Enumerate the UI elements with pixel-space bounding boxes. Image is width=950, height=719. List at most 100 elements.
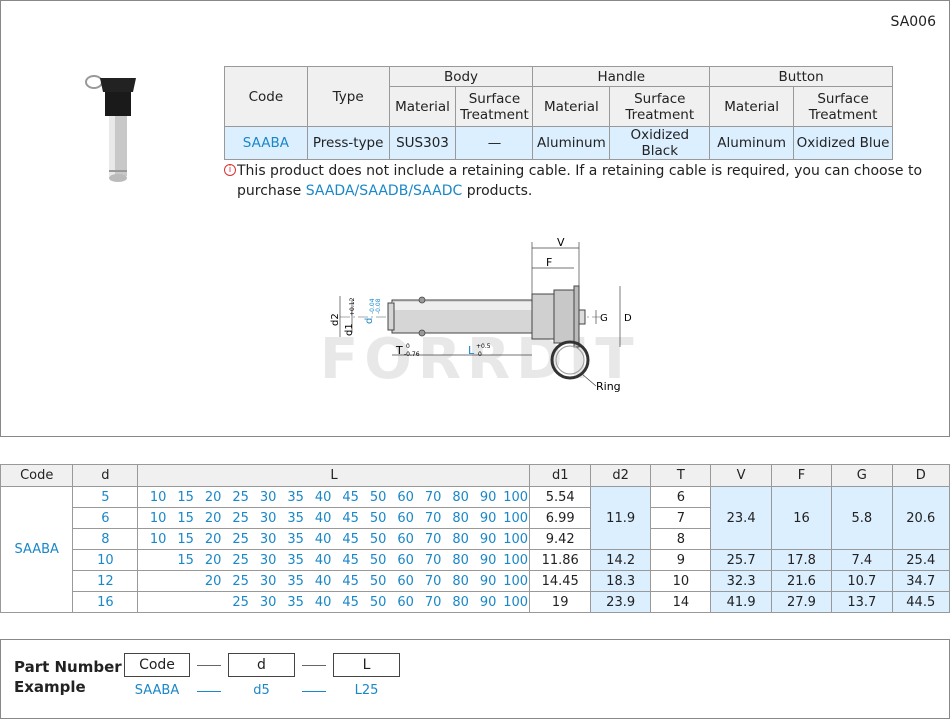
dim-d-cell: 8 — [72, 528, 139, 550]
pn-example-dash-1 — [197, 691, 221, 692]
dim-label-d-tol-low: -0.08 — [375, 298, 382, 314]
L-value: 20 — [204, 489, 222, 505]
dim-d-cell: 10 — [72, 549, 139, 571]
L-value: 30 — [259, 552, 277, 568]
L-value: 35 — [287, 510, 304, 526]
dim-label-d: d — [364, 318, 375, 324]
dim-label-d2: d2 — [330, 313, 341, 326]
dim-label-T-tol-low: -0.76 — [404, 351, 420, 358]
header-handle-surface: Surface Treatment — [609, 86, 711, 127]
dim-T-cell: 14 — [650, 591, 712, 613]
dim-header-V: V — [710, 464, 772, 487]
dim-d1-cell: 6.99 — [529, 507, 591, 529]
notice-line1: This product does not include a retainin… — [237, 163, 923, 179]
L-value: 60 — [397, 531, 414, 547]
L-value: 80 — [452, 594, 469, 610]
L-value: 70 — [424, 510, 442, 526]
dim-d1-cell: 19 — [529, 591, 591, 613]
L-value: 70 — [424, 552, 442, 568]
L-value: 45 — [342, 510, 359, 526]
header-body: Body — [388, 66, 534, 87]
dim-V-cell: 25.7 — [710, 549, 772, 571]
notice: i This product does not include a retain… — [224, 161, 924, 201]
pn-box-d: d — [228, 653, 295, 677]
spec-body-surface: — — [455, 126, 534, 160]
notice-line2-prefix: purchase — [237, 183, 306, 199]
L-value: 45 — [342, 594, 359, 610]
L-value: 90 — [479, 573, 497, 589]
L-value: 15 — [177, 510, 194, 526]
L-value: 90 — [479, 510, 497, 526]
dim-header-F: F — [770, 464, 833, 487]
L-value: 60 — [397, 552, 414, 568]
dim-label-L-tol-up: +0.5 — [476, 343, 491, 350]
L-value: 45 — [342, 552, 359, 568]
dim-label-D: D — [624, 313, 632, 324]
L-value: 70 — [424, 489, 442, 505]
L-value: 100 — [503, 531, 529, 547]
L-value: 80 — [452, 510, 469, 526]
L-value: 60 — [397, 594, 414, 610]
dim-d1-cell: 9.42 — [529, 528, 591, 550]
dim-header-d2: d2 — [589, 464, 652, 487]
header-handle: Handle — [532, 66, 711, 87]
page-code: SA006 — [890, 14, 936, 30]
dim-header-d: d — [72, 464, 139, 487]
dim-G-cell: 5.8 — [831, 486, 893, 550]
pn-example-dash-2 — [302, 691, 326, 692]
label-ring: Ring — [596, 380, 621, 393]
product-photo — [85, 75, 136, 182]
dim-V-cell: 32.3 — [710, 570, 772, 592]
dim-d2-cell: 23.9 — [589, 591, 652, 613]
L-value: 30 — [259, 531, 277, 547]
L-value: 35 — [287, 573, 304, 589]
L-value: 100 — [503, 594, 529, 610]
header-button: Button — [709, 66, 893, 87]
dim-F-cell: 27.9 — [770, 591, 833, 613]
L-value: 45 — [342, 531, 359, 547]
dim-d2-cell: 11.9 — [589, 486, 652, 550]
part-number-title-line1: Part Number — [14, 658, 122, 676]
L-value: 90 — [479, 531, 497, 547]
L-value: 40 — [314, 489, 332, 505]
L-value: 15 — [177, 489, 194, 505]
dim-G-cell: 13.7 — [831, 591, 893, 613]
header-code: Code — [224, 66, 308, 127]
L-value: 20 — [204, 531, 222, 547]
L-value: 30 — [259, 594, 277, 610]
dim-F-cell: 17.8 — [770, 549, 833, 571]
dim-label-L-tol-low: 0 — [478, 351, 482, 358]
L-value: 60 — [397, 489, 414, 505]
dim-F-cell: 16 — [770, 486, 833, 550]
L-value: 100 — [503, 552, 529, 568]
L-value: 90 — [479, 489, 497, 505]
dim-d2-cell: 18.3 — [589, 570, 652, 592]
dim-T-cell: 6 — [650, 486, 712, 508]
dim-label-F: F — [546, 256, 552, 269]
L-value: 100 — [503, 573, 529, 589]
L-value: 15 — [177, 552, 194, 568]
dim-D-cell: 20.6 — [891, 486, 950, 550]
dim-header-G: G — [831, 464, 893, 487]
spec-handle-material: Aluminum — [532, 126, 611, 160]
notice-link[interactable]: SAADA/SAADB/SAADC — [305, 183, 463, 199]
L-value: 25 — [232, 594, 249, 610]
dim-G-cell: 7.4 — [831, 549, 893, 571]
L-value: 35 — [287, 531, 304, 547]
L-value: 80 — [452, 573, 469, 589]
pn-box-L: L — [333, 653, 400, 677]
dim-T-cell: 7 — [650, 507, 712, 529]
dim-D-cell: 44.5 — [891, 591, 950, 613]
part-number-title: Part Number Example — [14, 657, 122, 697]
dim-d2-cell: 14.2 — [589, 549, 652, 571]
L-value: 35 — [287, 489, 304, 505]
technical-drawing: FORRDIT V F G D d2 d1 +0.12 d -0.04 -0.0… — [320, 236, 634, 393]
L-value: 35 — [287, 594, 304, 610]
dim-header-D: D — [891, 464, 950, 487]
header-type: Type — [306, 66, 390, 127]
